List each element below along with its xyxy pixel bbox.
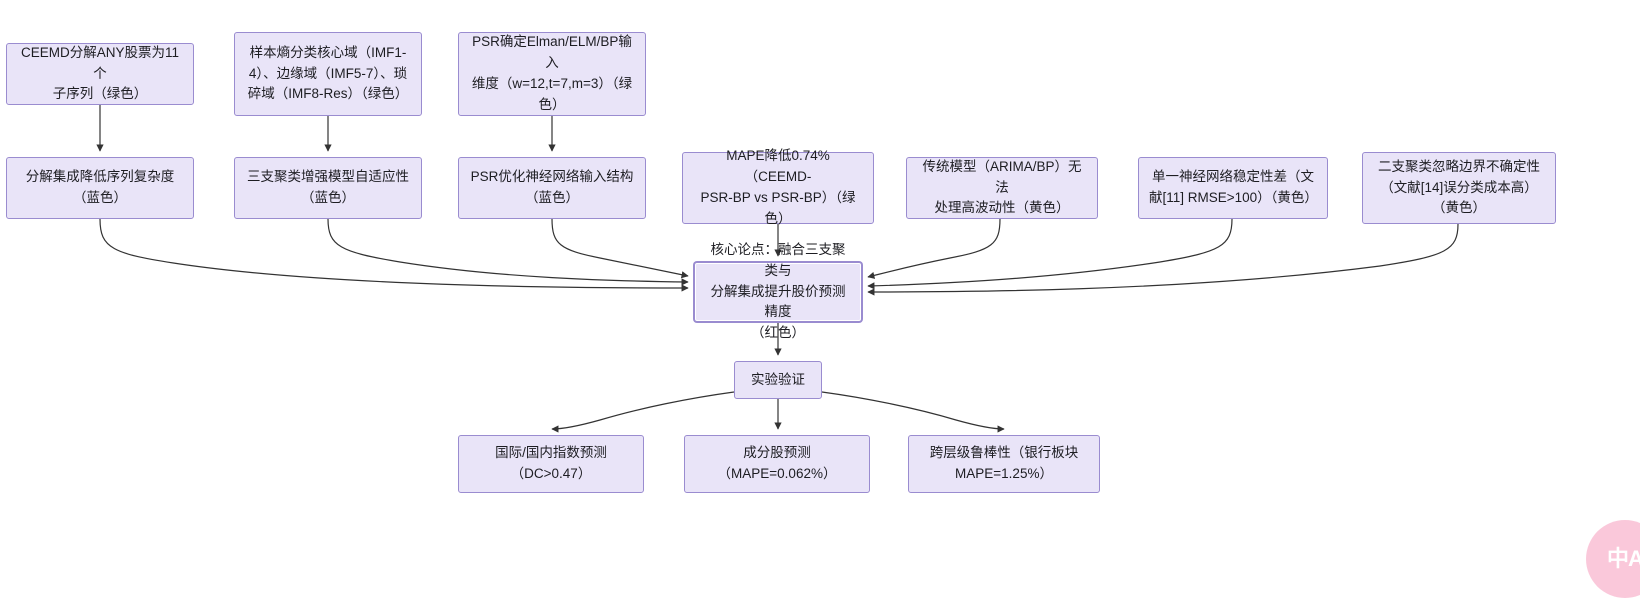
edge-n9-core	[867, 218, 1233, 290]
node-label: 传统模型（ARIMA/BP）无法 处理高波动性（黄色）	[922, 158, 1082, 216]
node-constituent-stock-result[interactable]: 成分股预测 （MAPE=0.062%）	[684, 435, 870, 493]
watermark-badge: 中A	[1586, 520, 1640, 598]
diagram-canvas: CEEMD分解ANY股票为11个 子序列（绿色） 样本熵分类核心域（IMF1- …	[6, 32, 1640, 598]
node-ceemd-decomposition[interactable]: CEEMD分解ANY股票为11个 子序列（绿色）	[6, 43, 194, 105]
node-psr-input-dimension[interactable]: PSR确定Elman/ELM/BP输入 维度（w=12,t=7,m=3）（绿 色…	[458, 32, 646, 116]
edge-n4-core	[99, 218, 689, 292]
node-decomposition-reduces-complexity[interactable]: 分解集成降低序列复杂度 （蓝色）	[6, 157, 194, 219]
edge-n10-core	[867, 223, 1459, 296]
node-label: 核心论点：融合三支聚类与 分解集成提升股价预测精度 （红色）	[710, 241, 846, 341]
node-psr-optimizes-network-input[interactable]: PSR优化神经网络输入结构 （蓝色）	[458, 157, 646, 219]
node-label: 跨层级鲁棒性（银行板块 MAPE=1.25%）	[929, 445, 1079, 481]
node-cross-level-robustness-result[interactable]: 跨层级鲁棒性（银行板块 MAPE=1.25%）	[908, 435, 1100, 493]
node-label: PSR优化神经网络输入结构 （蓝色）	[470, 169, 634, 205]
node-index-forecast-result[interactable]: 国际/国内指数预测 （DC>0.47）	[458, 435, 644, 493]
node-label: 单一神经网络稳定性差（文 献[11] RMSE>100）（黄色）	[1149, 169, 1318, 205]
watermark-label: 中A	[1607, 546, 1640, 571]
edge-n6-core	[551, 218, 689, 279]
node-experimental-validation[interactable]: 实验验证	[734, 361, 822, 399]
edge-exp-r1	[551, 391, 735, 433]
node-label: 样本熵分类核心域（IMF1- 4）、边缘域（IMF5-7）、琐 碎域（IMF8-…	[247, 44, 409, 102]
node-label: 三支聚类增强模型自适应性 （蓝色）	[247, 169, 409, 205]
node-two-way-clustering-limitation[interactable]: 二支聚类忽略边界不确定性 （文献[14]误分类成本高） （黄色）	[1362, 152, 1556, 224]
node-label: 实验验证	[751, 371, 805, 387]
edge-n5-core	[327, 218, 689, 286]
node-label: PSR确定Elman/ELM/BP输入 维度（w=12,t=7,m=3）（绿 色…	[471, 34, 633, 112]
node-single-network-instability[interactable]: 单一神经网络稳定性差（文 献[11] RMSE>100）（黄色）	[1138, 157, 1328, 219]
node-label: 二支聚类忽略边界不确定性 （文献[14]误分类成本高） （黄色）	[1378, 158, 1540, 216]
node-three-way-clustering-adaptivity[interactable]: 三支聚类增强模型自适应性 （蓝色）	[234, 157, 422, 219]
node-label: 成分股预测 （MAPE=0.062%）	[717, 445, 837, 481]
edge-n8-core	[867, 218, 1001, 279]
node-traditional-model-limitation[interactable]: 传统模型（ARIMA/BP）无法 处理高波动性（黄色）	[906, 157, 1098, 219]
node-core-thesis[interactable]: 核心论点：融合三支聚类与 分解集成提升股价预测精度 （红色）	[694, 242, 862, 340]
node-mape-reduction[interactable]: MAPE降低0.74%（CEEMD- PSR-BP vs PSR-BP）（绿 色…	[682, 148, 874, 226]
node-label: 分解集成降低序列复杂度 （蓝色）	[25, 169, 175, 205]
node-label: 国际/国内指数预测 （DC>0.47）	[495, 445, 607, 481]
edge-exp-r3	[821, 391, 1005, 433]
node-sample-entropy-classification[interactable]: 样本熵分类核心域（IMF1- 4）、边缘域（IMF5-7）、琐 碎域（IMF8-…	[234, 32, 422, 116]
node-label: MAPE降低0.74%（CEEMD- PSR-BP vs PSR-BP）（绿 色…	[700, 148, 856, 226]
node-label: CEEMD分解ANY股票为11个 子序列（绿色）	[20, 44, 180, 102]
